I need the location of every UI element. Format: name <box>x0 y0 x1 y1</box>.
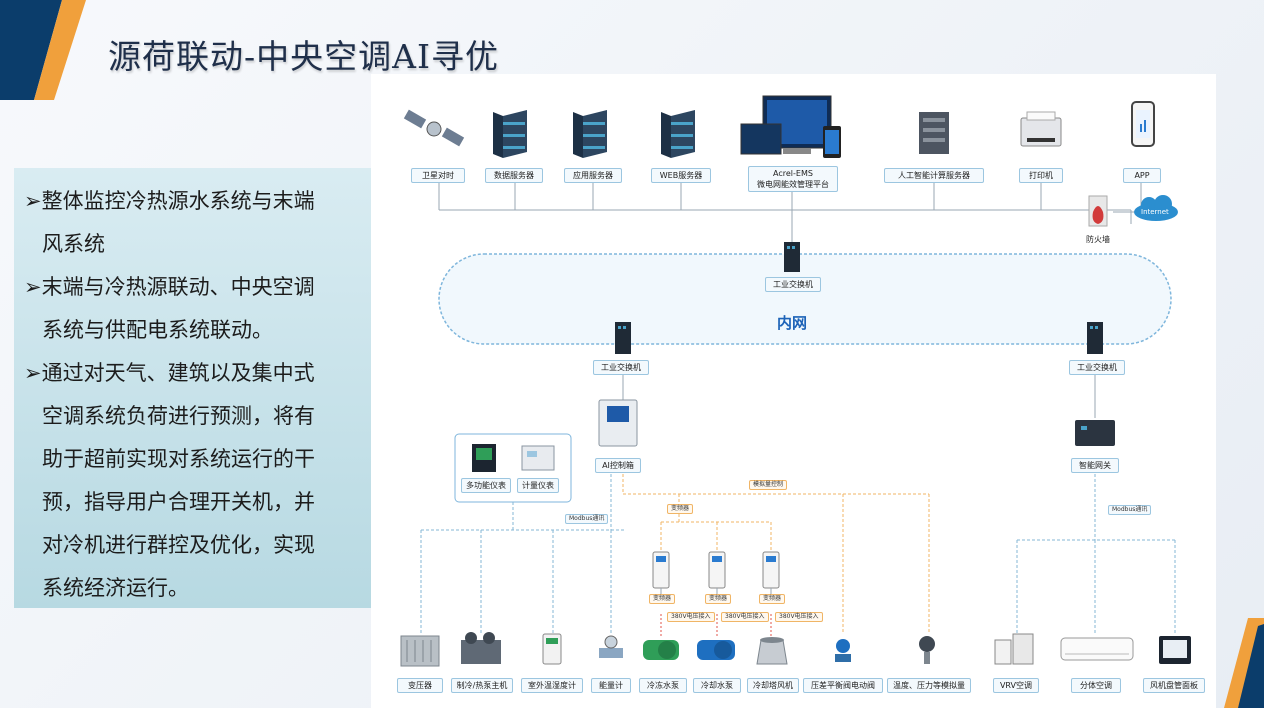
web-server-icon <box>661 110 695 158</box>
bullet-line: ➢通过对天气、建筑以及集中式 <box>24 361 315 385</box>
fan-coil-panel-icon <box>1159 636 1191 664</box>
temperature-pressure-sensor-icon <box>919 636 935 664</box>
bullet-line: 风系统 <box>42 232 105 256</box>
device-label-ems: Acrel-EMS 微电网能效管理平台 <box>748 166 838 192</box>
outdoor-thermo-hygrometer-icon <box>542 633 562 665</box>
vfd-2-icon <box>708 551 726 589</box>
bullet-line: 系统经济运行。 <box>42 576 189 600</box>
voltage-label-2: 380V电压接入 <box>721 612 769 622</box>
bullet-item: ➢通过对天气、建筑以及集中式 空调系统负荷进行预测，将有 助于超前实现对系统运行… <box>24 352 361 610</box>
vrv-ac-icon <box>994 633 1034 665</box>
firewall-label: 防火墙 <box>1086 235 1110 244</box>
corner-decoration-bottom-right <box>1224 618 1264 708</box>
bullet-panel: ➢整体监控冷热源水系统与末端 风系统 ➢末端与冷热源联动、中央空调 系统与供配电… <box>14 168 371 608</box>
split-ac-icon <box>1060 637 1134 661</box>
industrial-switch-main-icon <box>784 242 800 272</box>
industrial-switch-right-icon <box>1087 322 1103 354</box>
printer-icon <box>1020 111 1062 147</box>
voltage-label-1: 380V电压接入 <box>667 612 715 622</box>
bottom-label-cooling-tower: 冷却塔风机 <box>747 678 799 693</box>
ems-platform-icon <box>740 95 841 158</box>
meter-label-multifunction: 多功能仪表 <box>461 478 511 493</box>
vfd-1-icon <box>652 551 670 589</box>
diagram-graphics <box>400 95 1191 667</box>
bullet-line: 系统与供配电系统联动。 <box>42 318 273 342</box>
ai-box-label: AI控制箱 <box>595 458 641 473</box>
bottom-label-energy-meter: 能量计 <box>591 678 631 693</box>
bullet-item: ➢整体监控冷热源水系统与末端 风系统 <box>24 180 361 266</box>
bullet-line: 空调系统负荷进行预测，将有 <box>42 404 315 428</box>
bottom-label-split-ac: 分体空调 <box>1071 678 1121 693</box>
bottom-label-thermo-hygrometer: 室外温湿度计 <box>521 678 583 693</box>
switch-right-label: 工业交换机 <box>1069 360 1125 375</box>
differential-pressure-valve-icon <box>835 639 851 662</box>
bullet-line: 助于超前实现对系统运行的干 <box>42 447 315 471</box>
vfd-3-icon <box>762 551 780 589</box>
corner-decoration-top-left <box>0 0 86 100</box>
bottom-label-cooling-pump: 冷却水泵 <box>693 678 741 693</box>
analog-control-label: 模拟量控制 <box>749 480 788 490</box>
device-label-satellite: 卫星对时 <box>411 168 465 183</box>
switch-main-label: 工业交换机 <box>765 277 821 292</box>
bottom-label-chilled-pump: 冷冻水泵 <box>639 678 687 693</box>
gateway-label: 智能网关 <box>1071 458 1119 473</box>
switch-left-label: 工业交换机 <box>593 360 649 375</box>
bottom-label-analog-sensors: 温度、压力等模拟量 <box>887 678 971 693</box>
ai-control-box-icon <box>598 399 638 447</box>
bottom-label-pressure-valve: 压差平衡阀电动阀 <box>803 678 883 693</box>
bottom-label-fan-coil: 风机盘管面板 <box>1143 678 1205 693</box>
chilled-water-pump-icon <box>643 640 679 660</box>
bottom-label-vrv: VRV空调 <box>993 678 1039 693</box>
industrial-switch-left-icon <box>615 322 631 354</box>
bullet-line: 预，指导用户合理开关机，并 <box>42 490 315 514</box>
transformer-icon <box>400 635 440 667</box>
device-label-printer: 打印机 <box>1019 168 1063 183</box>
ems-name: Acrel-EMS <box>773 169 813 178</box>
vfd-label-2: 变频器 <box>705 594 732 604</box>
smart-gateway-icon <box>1075 420 1115 446</box>
metering-meter-icon <box>521 445 555 471</box>
bottom-label-chiller: 制冷/热泵主机 <box>451 678 513 693</box>
ai-compute-server-icon <box>919 112 949 154</box>
satellite-icon <box>403 109 465 147</box>
app-phone-icon <box>1131 101 1155 147</box>
bullet-line: 对冷机进行群控及优化，实现 <box>42 533 315 557</box>
meter-label-metering: 计量仪表 <box>517 478 559 493</box>
slide-title: 源荷联动-中央空调AI寻优 <box>108 37 500 76</box>
vfd-bus-label: 变频器 <box>667 504 694 514</box>
modbus-right-label: Modbus通讯 <box>1108 505 1152 515</box>
device-label-data-server: 数据服务器 <box>485 168 543 183</box>
firewall-icon <box>1088 195 1108 227</box>
system-architecture-diagram: 卫星对时 数据服务器 应用服务器 WEB服务器 Acrel-EMS 微电网能效管… <box>371 74 1216 708</box>
internet-cloud-icon <box>1134 195 1178 221</box>
data-server-icon <box>493 110 527 158</box>
multifunction-meter-icon <box>472 444 496 472</box>
chiller-heat-pump-icon <box>461 632 501 664</box>
device-label-app-server: 应用服务器 <box>564 168 622 183</box>
cooling-tower-fan-icon <box>756 637 788 665</box>
bullet-line: ➢末端与冷热源联动、中央空调 <box>24 275 315 299</box>
application-server-icon <box>573 110 607 158</box>
vfd-label-1: 变频器 <box>649 594 676 604</box>
cooling-water-pump-icon <box>697 640 735 660</box>
inner-network-ring <box>438 253 1172 345</box>
voltage-label-3: 380V电压接入 <box>775 612 823 622</box>
internet-label: Internet <box>1141 208 1169 216</box>
bullet-line: ➢整体监控冷热源水系统与末端 <box>24 189 315 213</box>
modbus-left-label: Modbus通讯 <box>565 514 609 524</box>
device-label-app: APP <box>1123 168 1161 183</box>
bullet-item: ➢末端与冷热源联动、中央空调 系统与供配电系统联动。 <box>24 266 361 352</box>
device-label-ai-server: 人工智能计算服务器 <box>884 168 984 183</box>
device-label-web-server: WEB服务器 <box>651 168 711 183</box>
energy-meter-icon <box>599 635 623 658</box>
vfd-label-3: 变频器 <box>759 594 786 604</box>
inner-network-label: 内网 <box>777 314 808 332</box>
ems-subtitle: 微电网能效管理平台 <box>757 180 829 189</box>
bottom-label-transformer: 变压器 <box>397 678 443 693</box>
